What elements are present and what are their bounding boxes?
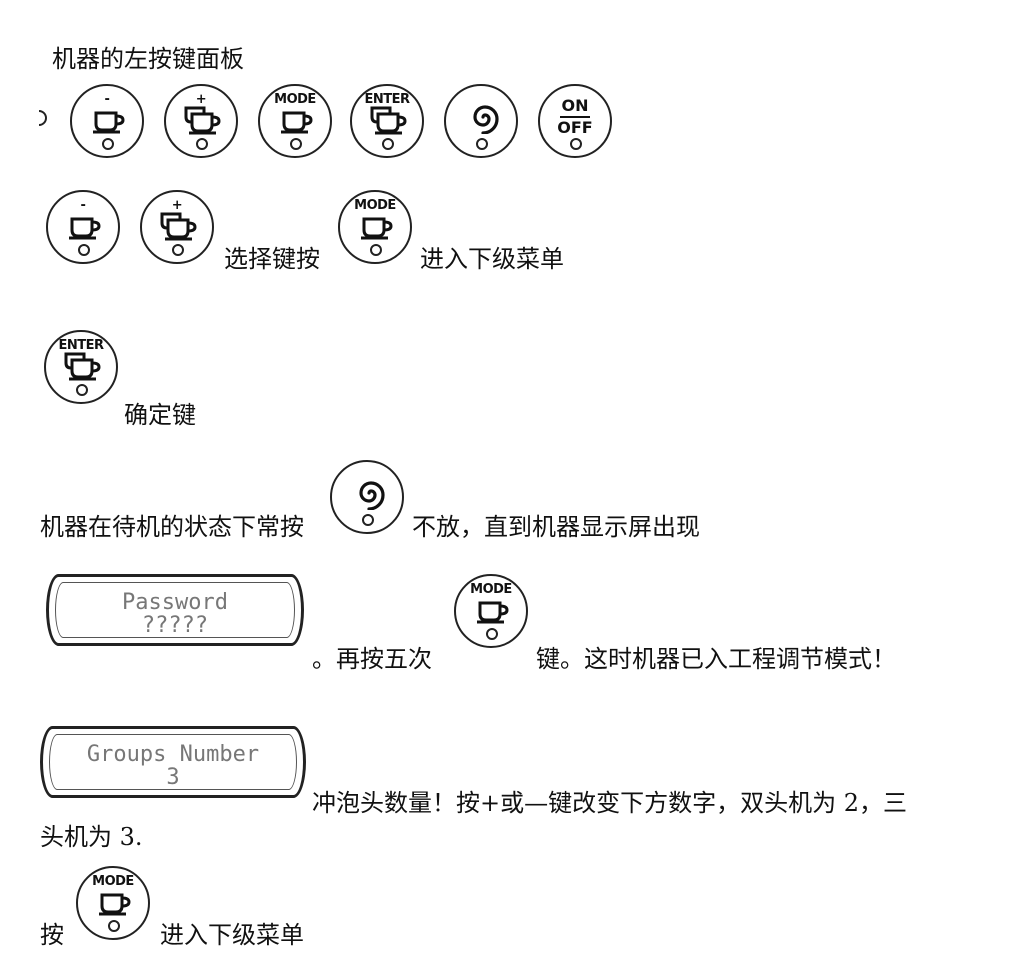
indicator-led — [362, 514, 374, 526]
spiral-icon — [473, 105, 499, 134]
enter-submenu-text-2: 进入下级菜单 — [160, 921, 304, 949]
mode-button[interactable]: MODE — [76, 866, 150, 940]
indicator-led — [370, 244, 382, 256]
plus-button[interactable]: + — [140, 190, 214, 264]
double-cup-icon — [64, 352, 101, 381]
single-cup-icon — [99, 893, 131, 916]
enter-label: ENTER — [364, 92, 410, 107]
indicator-led — [108, 920, 120, 932]
indicator-led — [290, 138, 302, 150]
panel-title: 机器的左按键面板 — [52, 45, 244, 73]
mode-label: MODE — [470, 582, 512, 597]
minus-label: - — [104, 92, 110, 107]
plus-label: + — [171, 198, 183, 213]
select-text: 选择键按 — [224, 245, 320, 273]
indicator-led — [172, 244, 184, 256]
minus-button[interactable]: - — [70, 84, 144, 158]
confirm-text: 确定键 — [124, 401, 196, 429]
press-text: 按 — [40, 921, 64, 949]
display-line-2: ????? — [141, 613, 209, 638]
plus-button[interactable]: + — [164, 84, 238, 158]
minus-button[interactable]: - — [46, 190, 120, 264]
password-after-text: 。再按五次 — [312, 645, 432, 673]
enter-label: ENTER — [58, 338, 104, 353]
groups-desc-text: 冲泡头数量！按+或—键改变下方数字，双头机为 2，三 — [312, 789, 908, 817]
mode-label: MODE — [274, 92, 316, 107]
standby-text: 机器在待机的状态下常按 — [40, 513, 304, 541]
indicator-led — [196, 138, 208, 150]
single-cup-icon — [69, 217, 101, 240]
single-cup-icon — [477, 601, 509, 624]
single-cup-icon — [281, 111, 313, 134]
mode-button[interactable]: MODE — [454, 574, 528, 648]
indicator-led — [570, 138, 582, 150]
on-label: ON — [561, 96, 589, 115]
password-display: Password ????? — [46, 574, 304, 646]
power-label: ON OFF — [540, 97, 610, 137]
indicator-led — [102, 138, 114, 150]
enter-button[interactable]: ENTER — [44, 330, 118, 404]
double-cup-icon — [184, 106, 221, 135]
display-line-1: Groups Number — [86, 742, 260, 767]
mode-button[interactable]: MODE — [258, 84, 332, 158]
mode-after-text: 键。这时机器已入工程调节模式！ — [536, 645, 896, 673]
groups-number-display: Groups Number 3 — [40, 726, 306, 798]
indicator-led — [486, 628, 498, 640]
standby-suffix-text: 不放，直到机器显示屏出现 — [412, 513, 700, 541]
steam-button[interactable] — [444, 84, 518, 158]
indicator-led — [78, 244, 90, 256]
power-button[interactable]: ON OFF — [538, 84, 612, 158]
single-cup-icon — [93, 111, 125, 134]
enter-button[interactable]: ENTER — [350, 84, 424, 158]
edge-fragment — [38, 110, 47, 126]
mode-button[interactable]: MODE — [338, 190, 412, 264]
display-line-2: 3 — [166, 765, 180, 790]
double-cup-icon — [160, 212, 197, 241]
mode-label: MODE — [354, 198, 396, 213]
groups-desc-text-2: 头机为 3. — [40, 823, 143, 851]
single-cup-icon — [361, 217, 393, 240]
plus-label: + — [195, 92, 207, 107]
indicator-led — [382, 138, 394, 150]
display-line-1: Password — [122, 590, 228, 615]
indicator-led — [76, 384, 88, 396]
off-label: OFF — [557, 118, 593, 137]
spiral-icon — [359, 481, 385, 510]
double-cup-icon — [370, 106, 407, 135]
mode-label: MODE — [92, 874, 134, 889]
steam-button[interactable] — [330, 460, 404, 534]
minus-label: - — [80, 198, 86, 213]
indicator-led — [476, 138, 488, 150]
enter-submenu-text: 进入下级菜单 — [420, 245, 564, 273]
